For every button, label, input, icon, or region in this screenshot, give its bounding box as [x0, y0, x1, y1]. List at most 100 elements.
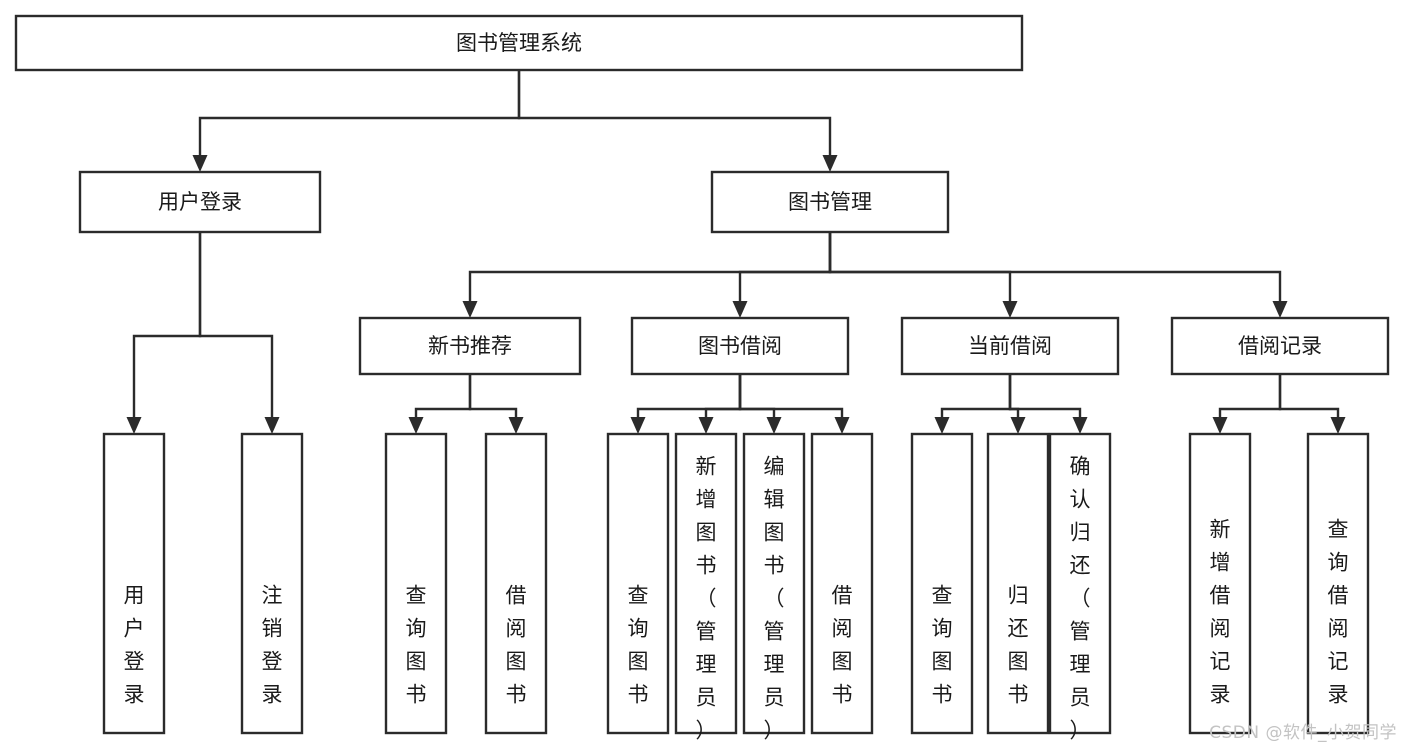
arrow-head-icon — [264, 417, 280, 434]
node-label-current-borrow: 当前借阅 — [968, 334, 1052, 358]
node-box-leaf-borrow-book-2[interactable] — [810, 432, 874, 735]
arrow-head-icon — [1072, 417, 1088, 434]
node-label-leaf-user-login: 用户登录 — [124, 584, 145, 707]
node-label-leaf-edit-book: 编辑图书（管理员） — [764, 455, 785, 743]
node-book-manage[interactable]: 图书管理 — [710, 170, 950, 234]
node-label-leaf-query-record: 查询借阅记录 — [1328, 518, 1349, 707]
node-label-book-manage: 图书管理 — [788, 190, 872, 214]
node-leaf-query-book-1[interactable]: 查询图书 — [384, 432, 448, 735]
node-leaf-confirm-return[interactable]: 确认归还（管理员） — [1048, 432, 1112, 743]
node-leaf-add-record[interactable]: 新增借阅记录 — [1188, 432, 1252, 735]
node-layer: 图书管理系统用户登录图书管理新书推荐图书借阅当前借阅借阅记录用户登录注销登录查询… — [14, 14, 1390, 743]
arrow-head-icon — [1212, 417, 1228, 434]
connector-line — [1008, 374, 1082, 417]
node-box-user-login[interactable] — [78, 170, 322, 234]
connector-book-borrow-to-leaf-add-book — [698, 374, 742, 434]
node-label-user-login: 用户登录 — [158, 190, 242, 214]
connector-line — [198, 232, 274, 417]
connector-root-to-user-login — [192, 70, 521, 172]
connector-line — [704, 374, 742, 417]
node-label-new-book-recommend: 新书推荐 — [428, 334, 512, 358]
node-box-leaf-query-book-1[interactable] — [384, 432, 448, 735]
connector-line — [1218, 374, 1282, 417]
node-label-book-borrow: 图书借阅 — [698, 334, 782, 358]
node-box-leaf-edit-book[interactable] — [742, 432, 806, 735]
node-leaf-add-book[interactable]: 新增图书（管理员） — [674, 432, 738, 743]
node-box-root[interactable] — [14, 14, 1024, 72]
node-current-borrow[interactable]: 当前借阅 — [900, 316, 1120, 376]
connector-line — [738, 232, 832, 301]
node-leaf-query-book-3[interactable]: 查询图书 — [910, 432, 974, 735]
node-book-borrow[interactable]: 图书借阅 — [630, 316, 850, 376]
connector-line — [468, 232, 832, 301]
node-box-leaf-query-book-2[interactable] — [606, 432, 670, 735]
node-leaf-user-login[interactable]: 用户登录 — [102, 432, 166, 735]
connector-book-manage-to-current-borrow — [828, 232, 1018, 318]
node-user-login[interactable]: 用户登录 — [78, 170, 322, 234]
connector-line — [828, 232, 1282, 301]
connector-book-manage-to-book-borrow — [732, 232, 832, 318]
node-leaf-query-book-2[interactable]: 查询图书 — [606, 432, 670, 735]
connector-user-login-to-leaf-logout — [198, 232, 280, 434]
connector-line — [132, 232, 202, 417]
node-box-leaf-query-book-3[interactable] — [910, 432, 974, 735]
node-box-leaf-return-book[interactable] — [986, 432, 1050, 735]
node-box-leaf-query-record[interactable] — [1306, 432, 1370, 735]
connector-book-manage-to-new-book-recommend — [462, 232, 832, 318]
node-box-leaf-add-record[interactable] — [1188, 432, 1252, 735]
node-box-leaf-confirm-return[interactable] — [1048, 432, 1112, 735]
connector-line — [738, 374, 776, 417]
arrow-head-icon — [1010, 417, 1026, 434]
connector-borrow-record-to-leaf-add-record — [1212, 374, 1282, 434]
connector-line — [517, 70, 832, 155]
arrow-head-icon — [1272, 301, 1288, 318]
connector-root-to-book-manage — [517, 70, 838, 172]
connector-line — [828, 232, 1012, 301]
node-box-borrow-record[interactable] — [1170, 316, 1390, 376]
node-box-book-borrow[interactable] — [630, 316, 850, 376]
node-label-leaf-logout: 注销登录 — [262, 584, 283, 707]
node-leaf-return-book[interactable]: 归还图书 — [986, 432, 1050, 735]
arrow-head-icon — [1330, 417, 1346, 434]
node-box-book-manage[interactable] — [710, 170, 950, 234]
connector-line — [738, 374, 844, 417]
node-label-leaf-query-book-1: 查询图书 — [406, 584, 427, 707]
node-box-leaf-logout[interactable] — [240, 432, 304, 735]
node-box-current-borrow[interactable] — [900, 316, 1120, 376]
node-borrow-record[interactable]: 借阅记录 — [1170, 316, 1390, 376]
arrow-head-icon — [822, 155, 838, 172]
arrow-head-icon — [126, 417, 142, 434]
node-label-leaf-add-record: 新增借阅记录 — [1210, 518, 1231, 707]
connector-layer — [126, 70, 1346, 434]
node-leaf-query-record[interactable]: 查询借阅记录 — [1306, 432, 1370, 735]
node-box-leaf-add-book[interactable] — [674, 432, 738, 735]
node-root[interactable]: 图书管理系统 — [14, 14, 1024, 72]
arrow-head-icon — [508, 417, 524, 434]
node-leaf-borrow-book-1[interactable]: 借阅图书 — [484, 432, 548, 735]
node-box-new-book-recommend[interactable] — [358, 316, 582, 376]
node-label-leaf-return-book: 归还图书 — [1008, 584, 1029, 707]
connector-line — [940, 374, 1012, 417]
connector-line — [1278, 374, 1340, 417]
node-box-leaf-borrow-book-1[interactable] — [484, 432, 548, 735]
connector-new-book-recommend-to-leaf-query-book-1 — [408, 374, 472, 434]
csdn-watermark: CSDN @软件_小贺同学 — [1209, 723, 1397, 743]
node-box-leaf-user-login[interactable] — [102, 432, 166, 735]
connector-line — [636, 374, 742, 417]
node-leaf-borrow-book-2[interactable]: 借阅图书 — [810, 432, 874, 735]
arrow-head-icon — [408, 417, 424, 434]
node-label-leaf-query-book-3: 查询图书 — [932, 584, 953, 707]
connector-line — [198, 70, 521, 155]
arrow-head-icon — [192, 155, 208, 172]
node-label-borrow-record: 借阅记录 — [1238, 334, 1322, 358]
connector-book-borrow-to-leaf-borrow-book-2 — [738, 374, 850, 434]
node-label-leaf-borrow-book-2: 借阅图书 — [832, 584, 853, 707]
arrow-head-icon — [462, 301, 478, 318]
connector-current-borrow-to-leaf-confirm-return — [1008, 374, 1088, 434]
arrow-head-icon — [732, 301, 748, 318]
node-leaf-edit-book[interactable]: 编辑图书（管理员） — [742, 432, 806, 743]
node-new-book-recommend[interactable]: 新书推荐 — [358, 316, 582, 376]
node-label-leaf-borrow-book-1: 借阅图书 — [506, 584, 527, 707]
node-leaf-logout[interactable]: 注销登录 — [240, 432, 304, 735]
